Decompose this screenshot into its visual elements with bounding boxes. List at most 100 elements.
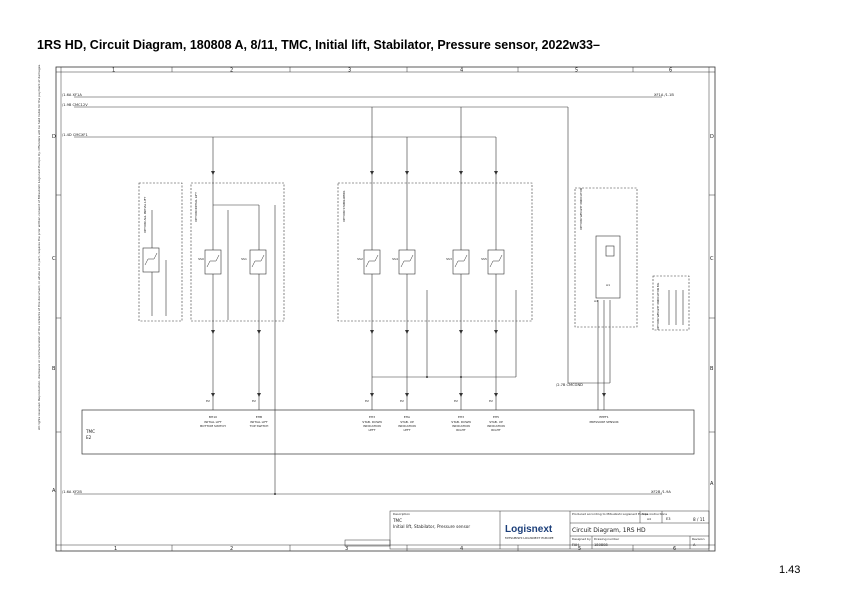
row-label: D (710, 134, 714, 140)
sensor-switch: SS5 (481, 257, 487, 261)
rail-label: /1.9B CMC12V (62, 103, 88, 107)
column-label: 1 (114, 546, 117, 552)
sensor-symbol (452, 249, 470, 275)
drawing-no-label: Drawing number (594, 537, 620, 541)
sensor-code: EHA (404, 415, 411, 419)
page-title: 1RS HD, Circuit Diagram, 180808 A, 8/11,… (37, 38, 600, 52)
pressure-sensor-body (595, 235, 621, 299)
revision-label: Revision (692, 537, 705, 541)
page-number: 1.43 (779, 564, 801, 576)
column-label: 2 (230, 68, 233, 74)
side-note: All rights reserved. Reproduction, discl… (37, 64, 41, 430)
option-box-weight-indicator (574, 187, 638, 328)
rail-label: /1.6A XF2B (62, 490, 82, 494)
sensor-desc: INDICATION (363, 424, 381, 428)
row-label: A (710, 481, 714, 487)
option-box-stabilizers (337, 182, 533, 322)
rail-label: /1.4D CMCXF1 (62, 133, 88, 137)
title-block-scale: E3 (666, 517, 671, 521)
drawing-frame (55, 66, 716, 552)
option-label: OPTION INITIAL LIFT (194, 192, 198, 222)
tmc-controller (81, 409, 695, 455)
sensor-desc: INDICATION (398, 424, 416, 428)
row-label: B (710, 366, 714, 372)
tmc-label: TMC (85, 429, 95, 434)
option-label: OPTION ALL INITIAL LIFT (143, 197, 147, 233)
sensor-desc: INDICATION (452, 424, 470, 428)
sensor-desc: LEFT (403, 428, 410, 432)
option-box-weight-indicator-ml (652, 275, 690, 331)
tmc-label: E2 (86, 435, 92, 440)
column-label: 1 (112, 68, 115, 74)
row-label: D (52, 134, 56, 140)
row-label: C (52, 256, 56, 262)
column-label: 2 (230, 546, 233, 552)
sensor-code: EH3 (369, 415, 375, 419)
sensor-desc: LEFT (368, 428, 375, 432)
row-label: B (52, 366, 56, 372)
sensor-code: EH3 (458, 415, 464, 419)
sensor-desc: INITIAL LIFT (204, 420, 222, 424)
sensor-symbol (363, 249, 381, 275)
sensor-symbol (398, 249, 416, 275)
sensor-desc: TOP SWITCH (249, 424, 269, 428)
drawn-by: FAH (572, 543, 579, 547)
logo-tagline: MITSUBISHI LOGISNEXT EUROPE (505, 536, 554, 540)
sensor-symbol (249, 249, 267, 275)
title-block-size: A4 (647, 517, 651, 521)
sensor-desc: STAB. UP (489, 420, 503, 424)
title-block-desc: Initial lift, Stabilator, Pressure senso… (393, 524, 470, 529)
sensor-pin: E2 (489, 399, 493, 403)
drawing-no: 180808 (594, 543, 608, 547)
sensor-desc: RIGHT (491, 428, 501, 432)
sensor-switch: SS3 (446, 257, 452, 261)
sensor-desc: INITIAL LIFT (250, 420, 268, 424)
option-box-initial-lift (190, 182, 285, 322)
sensor-symbol (487, 249, 505, 275)
sensor-switch: A1 (606, 283, 610, 287)
sensor-desc: RIGHT (456, 428, 466, 432)
title-block-note: Produced according to Mitsubishi Logisne… (572, 512, 667, 516)
sensor-code: BH10 (209, 415, 217, 419)
sensor-switch: SS0 (198, 257, 204, 261)
revision: A (693, 543, 696, 547)
sensor-pin: A4 (594, 299, 598, 303)
option-box-all-initial-lift (138, 182, 183, 322)
title-block (389, 510, 710, 550)
company-logo: Logisnext (505, 524, 553, 535)
option-label: OPTION WEIGHT INDICATOR ML (656, 282, 660, 330)
title-block-desc-label: Description (393, 512, 410, 516)
rail-label: /1.6A XF1A (62, 93, 82, 97)
title-block-sheet: 8 / 11 (693, 517, 705, 522)
sensor-pin: E2 (365, 399, 369, 403)
sensor-pin: E2 (206, 399, 210, 403)
column-label: 3 (348, 68, 351, 74)
row-label: C (710, 256, 714, 262)
row-label: A (52, 488, 56, 494)
sensor-desc: PRESSURE SENSOR (589, 420, 618, 424)
drawing-title: Circuit Diagram, 1RS HD (572, 527, 646, 534)
sensor-desc: STAB. DOWN (362, 420, 381, 424)
sensor-pin: E2 (400, 399, 404, 403)
rail-label: XF2B /1.9A (651, 490, 671, 494)
sensor-pin: E2 (252, 399, 256, 403)
sensor-switch: SS4 (392, 257, 398, 261)
option-label: OPTION WEIGHT INDICATOR (579, 188, 583, 230)
sensor-desc: STAB. UP (400, 420, 414, 424)
column-label: 6 (669, 68, 672, 74)
column-label: 4 (460, 68, 463, 74)
sensor-code: EH5 (493, 415, 499, 419)
pressure-ref: /2.7B CMCGND (556, 383, 583, 387)
sensor-desc: BOTTOM SWITCH (200, 424, 226, 428)
sensor-code: EPEF1 (599, 415, 608, 419)
column-label: 3 (345, 546, 348, 552)
title-block-desc: TMC (392, 518, 402, 523)
sensor-switch: SS1 (241, 257, 247, 261)
sensor-pin: E2 (454, 399, 458, 403)
column-label: 5 (575, 68, 578, 74)
sensor-desc: STAB. DOWN (451, 420, 470, 424)
sensor-desc: INDICATION (487, 424, 505, 428)
drawn-by-label: Designed by (572, 537, 591, 541)
title-block-size-label: Size (642, 512, 648, 516)
